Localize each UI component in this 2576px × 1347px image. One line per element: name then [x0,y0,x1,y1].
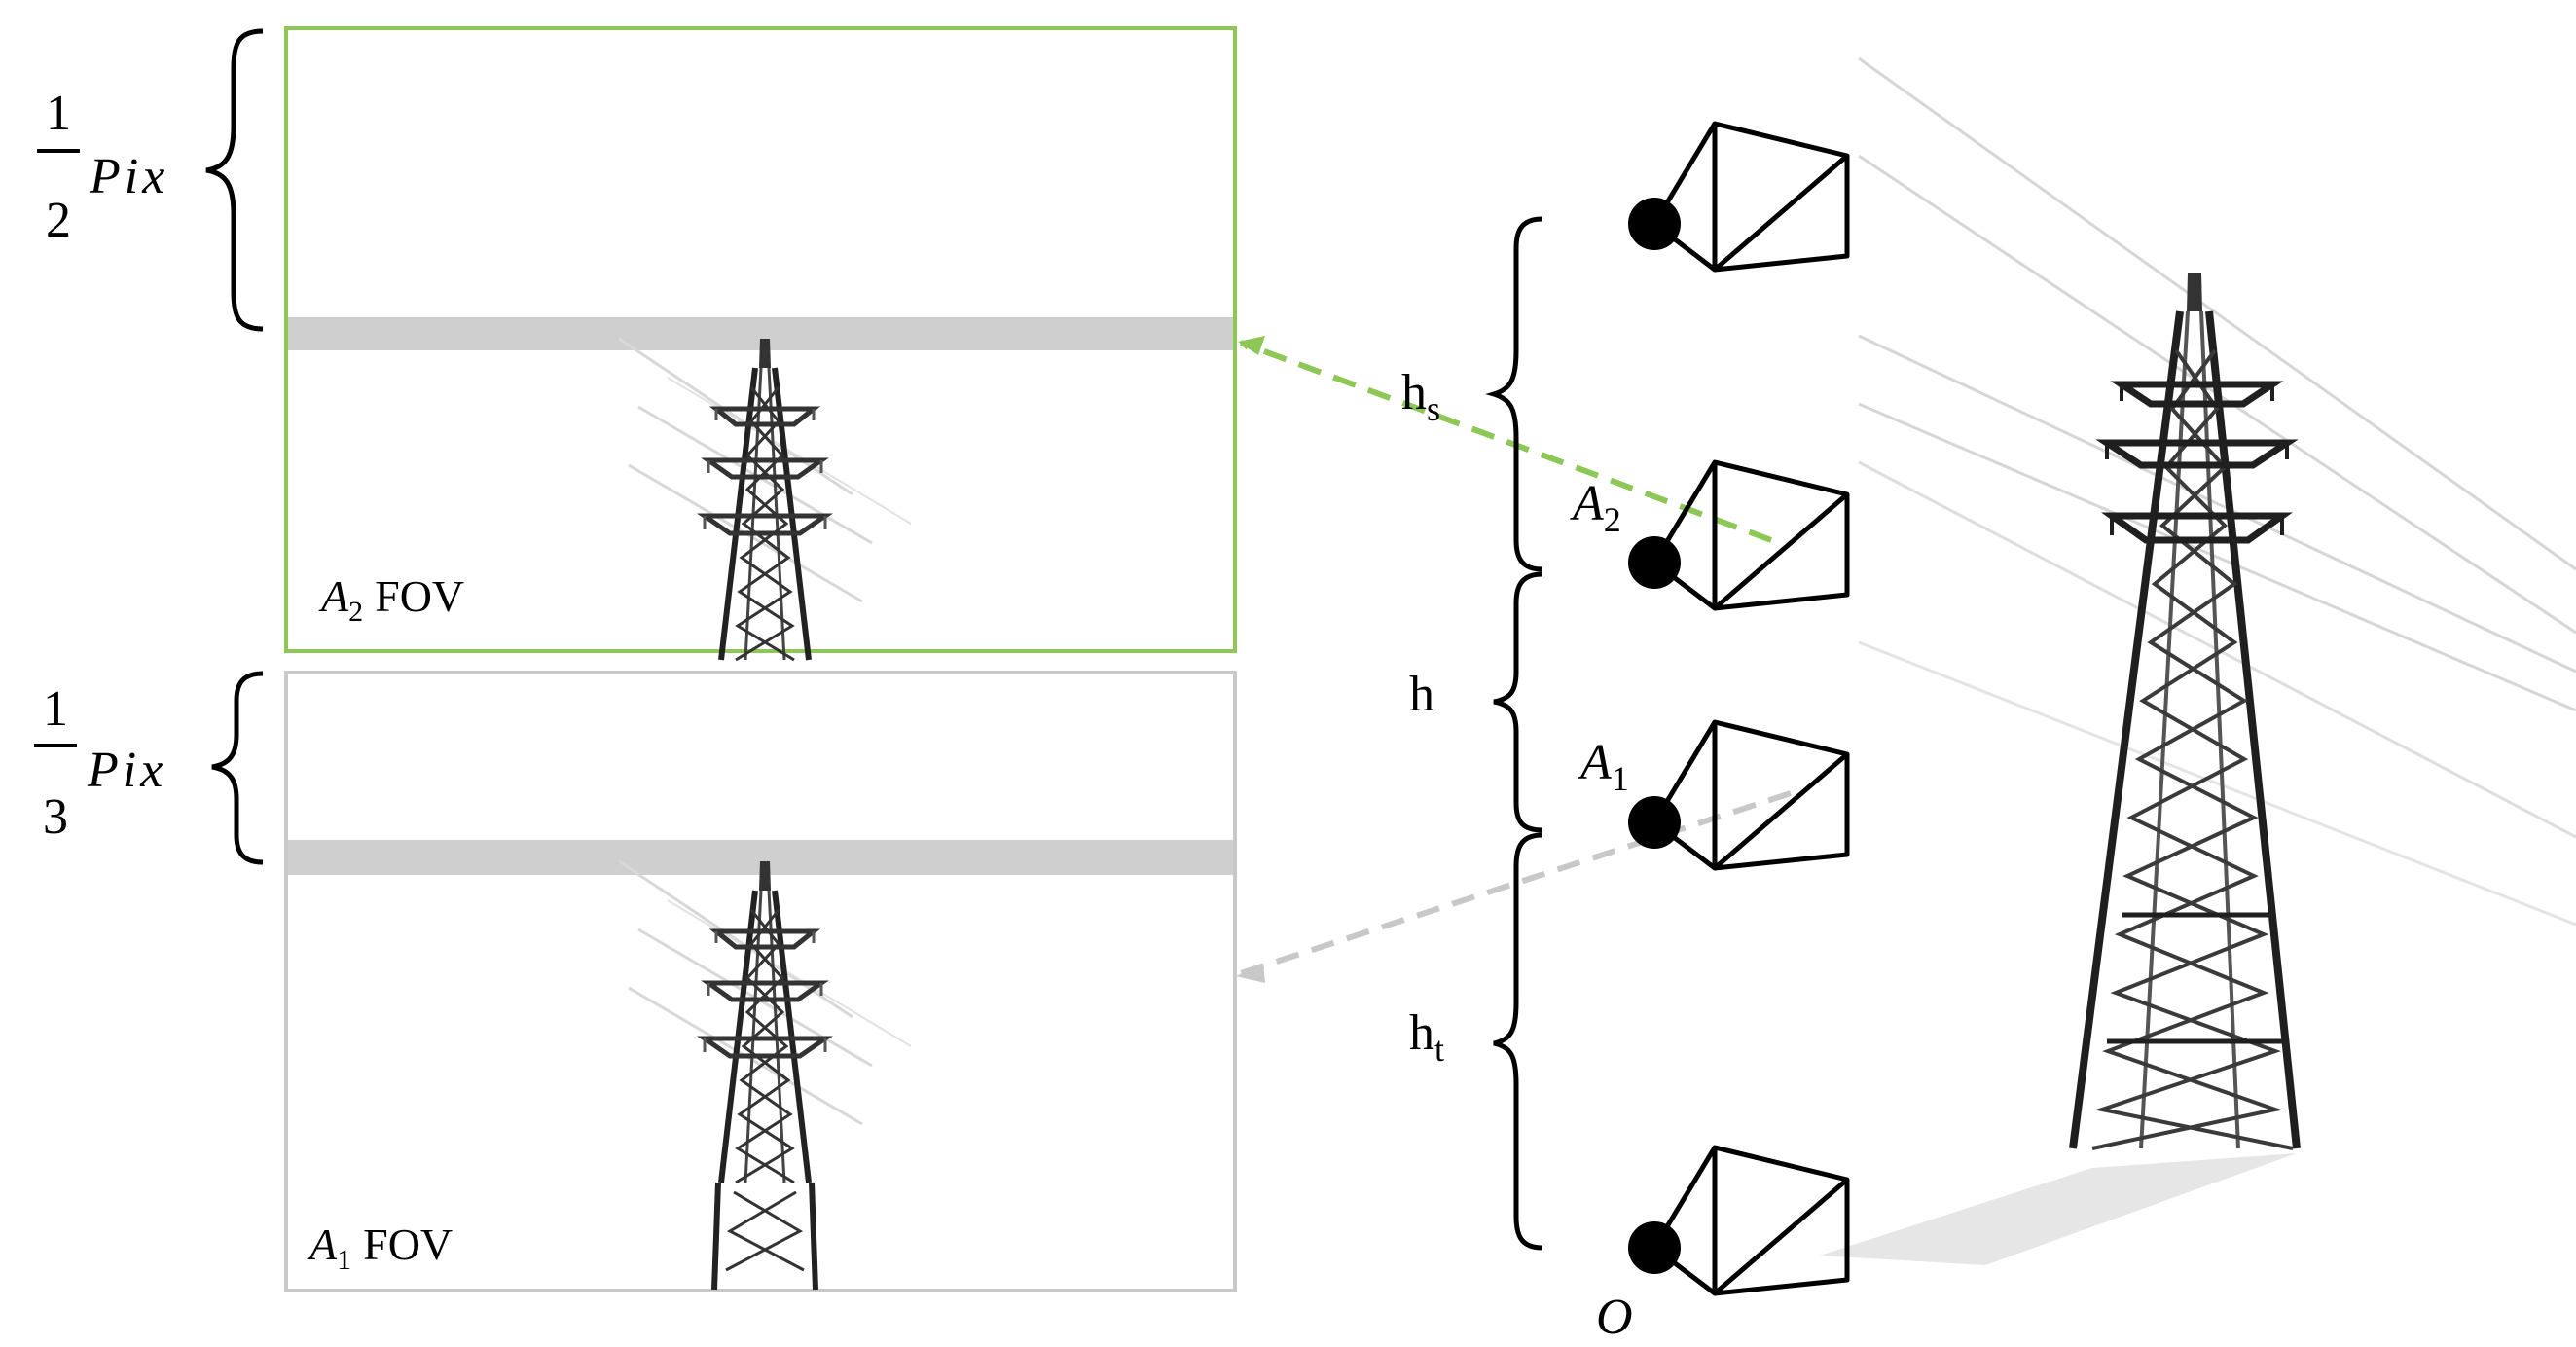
ht-label: ht [1409,1005,1444,1069]
lower-fraction-brace [211,671,264,865]
upper-fraction-label: 1 2 Pix [37,86,168,248]
upper-fraction-brace [205,28,264,332]
lower-fraction-unit: Pix [87,743,166,798]
lower-fraction-denominator: 3 [43,789,68,845]
a2-projection-arrow [1239,340,1773,543]
right-tower-scene [1820,56,2576,1265]
h-brace [1493,571,1543,833]
camera-origin-label: O [1596,1290,1633,1345]
upper-fraction-unit: Pix [89,149,168,204]
tower-shadow [1820,1153,2297,1265]
hs-label: hs [1401,365,1440,428]
hs-brace [1485,216,1543,572]
ht-brace [1493,832,1543,1251]
camera-a1-label: A1 [1578,735,1629,798]
upper-fraction-numerator: 1 [46,86,71,141]
lower-fraction-label: 1 3 Pix [34,681,166,845]
lower-fraction-numerator: 1 [43,681,68,737]
a1-arrow-head [1236,964,1265,983]
camera-a2 [1628,462,1847,608]
camera-a1 [1628,722,1847,868]
a2-arrow-head [1238,336,1265,355]
lower-fov-tower-image [619,861,911,1291]
camera-origin [1628,1147,1847,1293]
a1-projection-arrow [1240,790,1792,976]
upper-fraction-denominator: 2 [46,193,71,248]
h-label: h [1409,667,1434,722]
camera-top [1628,124,1847,270]
camera-a2-label: A2 [1570,476,1621,539]
